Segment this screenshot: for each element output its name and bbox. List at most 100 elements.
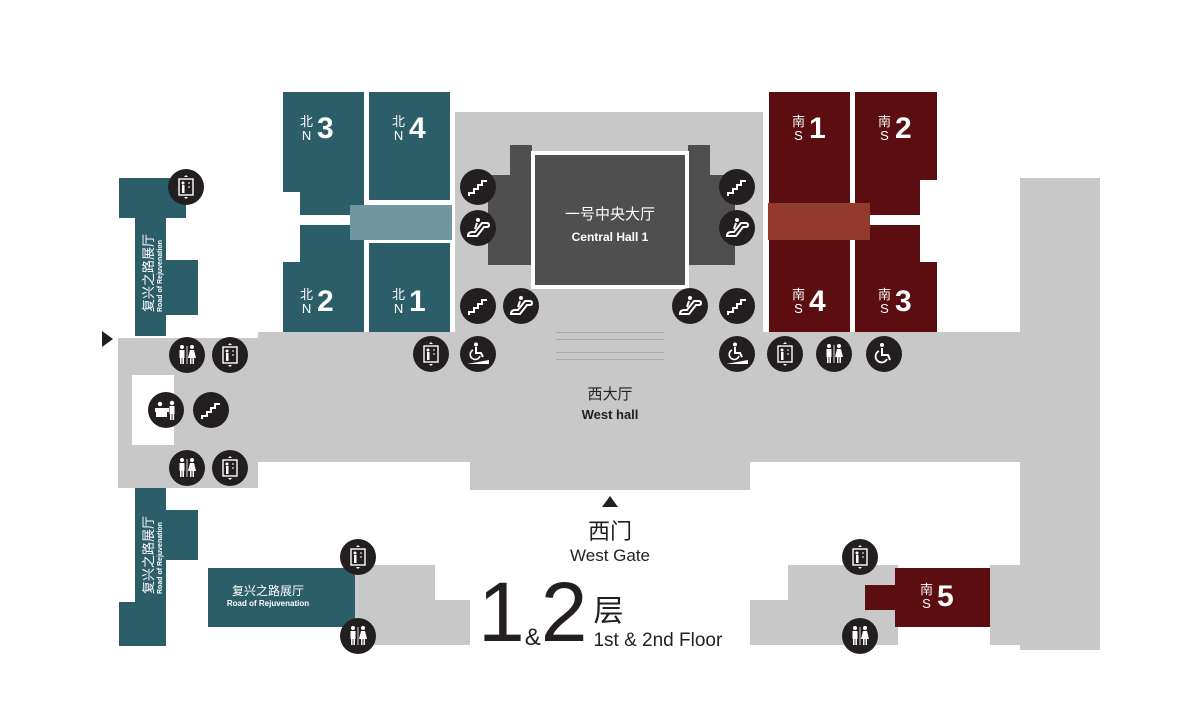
s1-num: 1 <box>809 112 826 145</box>
elevator-icon[interactable] <box>340 539 376 575</box>
hall-s4[interactable] <box>769 240 850 332</box>
road-label-horizontal: 复兴之路展厅 Road of Rejuvenation <box>208 582 328 608</box>
west-hall-en: West hall <box>581 407 639 422</box>
n4-en: N <box>393 128 404 143</box>
restroom-icon[interactable] <box>816 336 852 372</box>
hall-n1[interactable] <box>369 243 450 332</box>
hall-s5[interactable] <box>895 568 990 627</box>
central-hall-en: Central Hall 1 <box>571 230 649 244</box>
steps <box>556 332 664 340</box>
floor-zh: 层 <box>593 595 624 628</box>
road-hall-upper-body[interactable] <box>135 216 166 336</box>
s1-en: S <box>794 128 803 143</box>
s3-en: S <box>880 301 889 316</box>
central-hall-side-west <box>488 175 535 265</box>
road-hall-lower-ext2 <box>164 510 198 560</box>
n2-num: 2 <box>317 285 334 318</box>
hall-s5-ext <box>865 585 900 610</box>
elevator-icon[interactable] <box>212 337 248 373</box>
n3-en: N <box>301 128 312 143</box>
hall-s1[interactable] <box>769 92 850 212</box>
hall-n2[interactable] <box>283 262 364 332</box>
s5-zh: 南 <box>920 582 934 597</box>
west-gate-label: 西门 West Gate <box>540 514 680 566</box>
elevator-icon[interactable] <box>842 539 878 575</box>
elevator-icon[interactable] <box>168 169 204 205</box>
escalator-icon[interactable] <box>503 288 539 324</box>
escalator-icon[interactable] <box>719 210 755 246</box>
west-gate-en: West Gate <box>570 546 650 565</box>
central-hall-annex <box>688 145 710 175</box>
elevator-icon[interactable] <box>212 450 248 486</box>
east-corridor <box>1020 178 1100 650</box>
road-en: Road of Rejuvenation <box>157 240 164 312</box>
stairs-icon[interactable] <box>719 288 755 324</box>
floor-number-1: 1 <box>478 565 525 659</box>
road-hall-upper-ext <box>164 260 198 315</box>
s2-en: S <box>880 128 889 143</box>
west-gate-arrow-icon <box>602 496 618 507</box>
n3-num: 3 <box>317 112 334 145</box>
road-en: Road of Rejuvenation <box>157 522 164 594</box>
n1-num: 1 <box>409 285 426 318</box>
south-east-area-3 <box>990 565 1020 645</box>
wheelchair-icon[interactable] <box>866 336 902 372</box>
wheelchair-ramp-icon[interactable] <box>460 336 496 372</box>
central-hall-1[interactable] <box>531 151 689 289</box>
s4-num: 4 <box>809 285 826 318</box>
s5-en: S <box>922 596 931 611</box>
stairs-icon[interactable] <box>460 169 496 205</box>
s3-num: 3 <box>895 285 912 318</box>
elevator-icon[interactable] <box>413 336 449 372</box>
s3-zh: 南 <box>878 287 892 302</box>
hall-s2[interactable] <box>855 92 937 180</box>
n4-zh: 北 <box>392 114 406 129</box>
road-hall-lower-ext <box>119 602 137 646</box>
restroom-icon[interactable] <box>842 618 878 654</box>
elevator-icon[interactable] <box>767 336 803 372</box>
s4-zh: 南 <box>792 287 806 302</box>
stairs-icon[interactable] <box>719 169 755 205</box>
n3-zh: 北 <box>300 114 314 129</box>
restroom-icon[interactable] <box>340 618 376 654</box>
stairs-icon[interactable] <box>193 392 229 428</box>
hall-s3[interactable] <box>855 262 937 332</box>
n4-num: 4 <box>409 112 426 145</box>
escalator-icon[interactable] <box>672 288 708 324</box>
restroom-icon[interactable] <box>169 337 205 373</box>
floor-ampersand: & <box>524 624 541 651</box>
central-hall-zh: 一号中央大厅 <box>564 206 655 223</box>
central-hall-annex <box>510 145 532 175</box>
information-desk-icon[interactable] <box>148 392 184 428</box>
hall-n4[interactable] <box>369 92 450 200</box>
wheelchair-ramp-icon[interactable] <box>719 336 755 372</box>
hall-n3[interactable] <box>283 92 364 192</box>
west-gate-zh: 西门 <box>587 519 632 544</box>
central-hall-label: 一号中央大厅 Central Hall 1 <box>535 203 685 244</box>
road-hall-lower[interactable] <box>135 488 166 646</box>
north-corridor <box>350 205 452 240</box>
steps <box>556 352 664 360</box>
west-hall-label: 西大厅 West hall <box>540 383 680 422</box>
stairs-icon[interactable] <box>460 288 496 324</box>
floor-number-2: 2 <box>540 565 588 659</box>
restroom-icon[interactable] <box>169 450 205 486</box>
s1-zh: 南 <box>792 114 806 129</box>
entrance-arrow-icon <box>102 331 113 347</box>
n2-en: N <box>301 301 312 316</box>
road-hall-horizontal[interactable] <box>208 568 355 627</box>
south-corridor <box>768 203 870 240</box>
west-hall-extension <box>470 462 750 490</box>
escalator-icon[interactable] <box>460 210 496 246</box>
south-east-area-2 <box>750 600 790 645</box>
